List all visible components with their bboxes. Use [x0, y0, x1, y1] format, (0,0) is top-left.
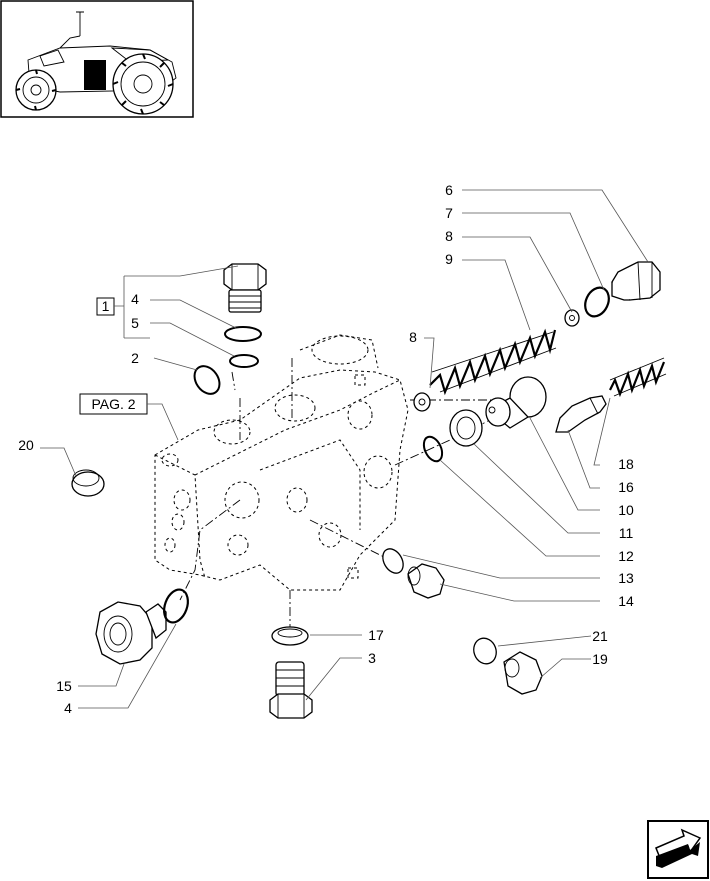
callout-4-bottom: 4 [64, 700, 72, 716]
callout-8-top: 8 [445, 228, 453, 244]
callout-16: 16 [618, 479, 634, 495]
reference-bracket [96, 275, 180, 339]
washer-11 [449, 409, 483, 447]
washer-8-left [413, 392, 431, 412]
plug-19 [503, 651, 543, 695]
washer-8-right [564, 309, 580, 327]
plug-14 [407, 563, 445, 599]
pin-16 [555, 395, 607, 433]
callout-8-mid: 8 [409, 329, 417, 345]
spring-18 [609, 357, 667, 398]
callout-18: 18 [618, 456, 634, 472]
o-ring-2 [193, 365, 221, 395]
callout-21: 21 [592, 628, 608, 644]
o-ring-7 [584, 286, 610, 318]
callout-15: 15 [56, 678, 72, 694]
callout-17: 17 [368, 627, 384, 643]
axis-lines [179, 358, 520, 640]
washer-13 [382, 548, 404, 574]
o-ring-4-top [224, 326, 262, 342]
callout-14: 14 [618, 593, 634, 609]
callout-13: 13 [618, 570, 634, 586]
callout-9: 9 [445, 251, 453, 267]
callout-11: 11 [619, 525, 634, 541]
callout-6: 6 [445, 182, 453, 198]
o-ring-4-bottom [163, 588, 189, 624]
callout-3: 3 [368, 650, 376, 666]
top-plug [223, 263, 267, 313]
o-ring-5 [229, 354, 259, 368]
callout-7: 7 [445, 205, 453, 221]
callout-labels: 6 7 8 9 4 5 2 8 20 18 16 10 11 12 13 14 … [18, 182, 634, 716]
callout-19: 19 [592, 651, 608, 667]
leader-lines [40, 189, 649, 709]
cap-6 [611, 261, 661, 301]
valve-body [154, 334, 409, 591]
reference-box-label: 1 [102, 298, 110, 314]
page-reference-label: PAG. 2 [91, 396, 135, 412]
callout-5: 5 [131, 315, 139, 331]
o-ring-12 [422, 435, 444, 463]
spring-9 [429, 328, 557, 396]
washer-21 [473, 637, 497, 665]
tractor-thumbnail [0, 0, 194, 118]
washer-17 [271, 626, 309, 646]
callout-12: 12 [618, 548, 634, 564]
fitting-15 [95, 601, 167, 665]
callout-20: 20 [18, 437, 34, 453]
callout-4-top: 4 [131, 291, 139, 307]
plug-3 [269, 661, 313, 719]
callout-2: 2 [131, 350, 139, 366]
next-page-arrow-icon[interactable] [647, 820, 709, 879]
spool-10 [485, 376, 547, 429]
callout-10: 10 [618, 502, 634, 518]
page-reference-box[interactable]: PAG. 2 [79, 393, 148, 415]
cap-20 [71, 469, 105, 497]
